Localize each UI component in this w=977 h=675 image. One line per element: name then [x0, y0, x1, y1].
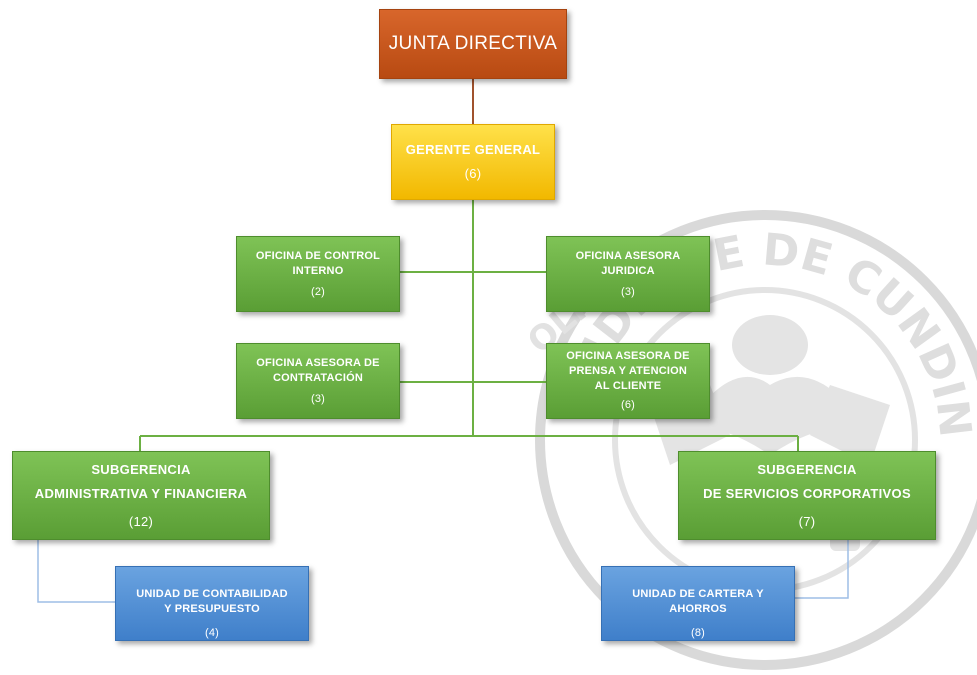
connector-unidad-contab — [37, 540, 115, 603]
node-title: GERENTE GENERAL — [405, 142, 541, 157]
node-count: (6) — [620, 399, 636, 411]
node-count: (12) — [128, 513, 154, 529]
node-line2: INTERNO — [292, 264, 344, 277]
node-line2: CONTRATACIÓN — [273, 371, 363, 384]
node-subgerencia-servicios: SUBGERENCIA DE SERVICIOS CORPORATIVOS (7… — [678, 451, 936, 540]
node-line1: UNIDAD DE CARTERA Y — [632, 588, 764, 600]
node-line1: OFICINA ASESORA DE — [256, 356, 380, 369]
node-gerente-general: GERENTE GENERAL (6) — [391, 124, 555, 200]
node-count: (6) — [464, 166, 482, 181]
node-line2: PRENSA Y ATENCION — [568, 365, 688, 377]
node-line3: AL CLIENTE — [594, 380, 662, 392]
node-count: (3) — [620, 285, 636, 298]
node-count: (3) — [310, 392, 326, 405]
node-line1: OFICINA DE CONTROL — [255, 249, 381, 262]
node-count: (8) — [690, 627, 706, 639]
node-oficina-asesora-juridica: OFICINA ASESORA JURIDICA (3) — [546, 236, 710, 312]
node-line1: SUBGERENCIA — [757, 461, 857, 477]
node-subgerencia-administrativa: SUBGERENCIA ADMINISTRATIVA Y FINANCIERA … — [12, 451, 270, 540]
node-junta-directiva: JUNTA DIRECTIVA — [379, 9, 567, 79]
node-line2: JURIDICA — [601, 264, 655, 277]
node-count: (2) — [310, 285, 326, 298]
node-line1: OFICINA ASESORA DE — [566, 350, 690, 362]
node-oficina-asesora-contratacion: OFICINA ASESORA DE CONTRATACIÓN (3) — [236, 343, 400, 419]
node-line2: AHORROS — [669, 603, 727, 615]
node-line1: UNIDAD DE CONTABILIDAD — [136, 588, 288, 600]
node-unidad-cartera: UNIDAD DE CARTERA Y AHORROS (8) — [601, 566, 795, 641]
connector-lines — [37, 79, 849, 603]
node-line2: Y PRESUPUESTO — [164, 603, 260, 615]
node-oficina-asesora-prensa: OFICINA ASESORA DE PRENSA Y ATENCION AL … — [546, 343, 710, 419]
node-line1: SUBGERENCIA — [91, 461, 191, 477]
node-line2: DE SERVICIOS CORPORATIVOS — [703, 485, 911, 501]
node-title: JUNTA DIRECTIVA — [388, 33, 558, 54]
node-oficina-control-interno: OFICINA DE CONTROL INTERNO (2) — [236, 236, 400, 312]
node-count: (7) — [798, 513, 816, 529]
node-count: (4) — [204, 627, 220, 639]
node-unidad-contabilidad: UNIDAD DE CONTABILIDAD Y PRESUPUESTO (4) — [115, 566, 309, 641]
node-line1: OFICINA ASESORA — [575, 249, 681, 262]
connector-unidad-cartera — [784, 540, 849, 599]
node-line2: ADMINISTRATIVA Y FINANCIERA — [34, 485, 248, 501]
